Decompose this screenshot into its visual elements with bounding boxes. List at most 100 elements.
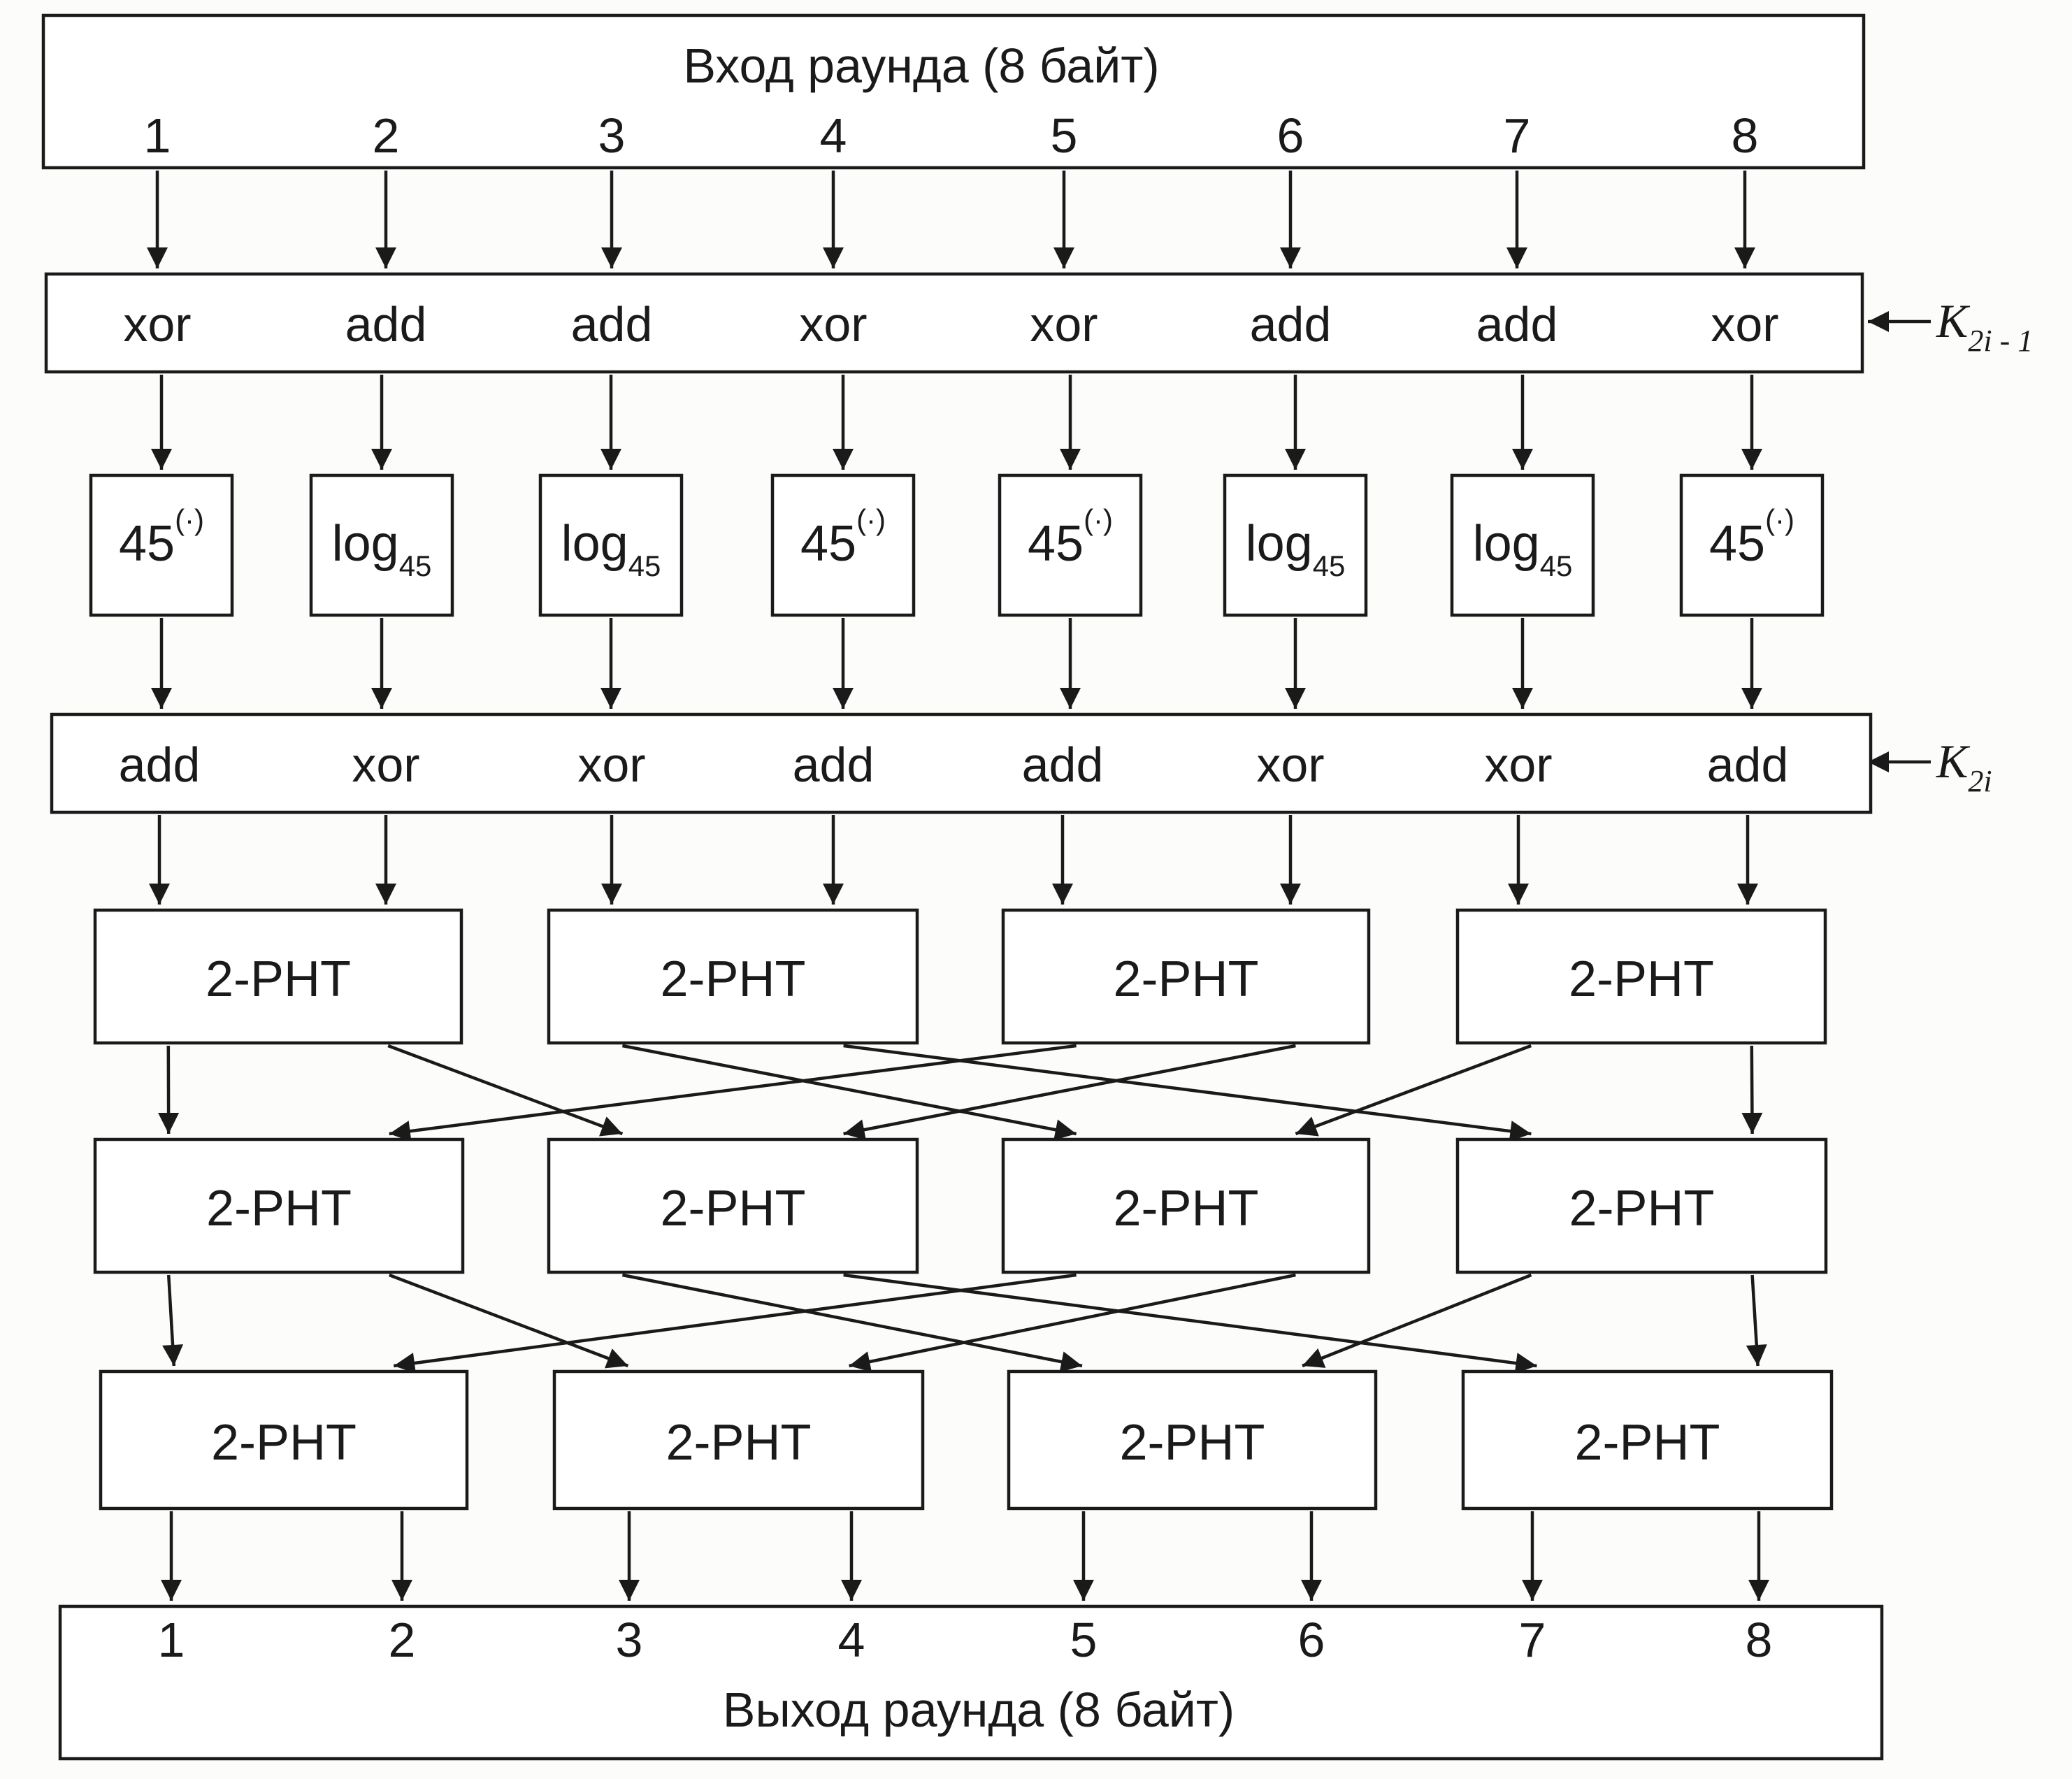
exp-45-label: 45(·) (119, 503, 204, 572)
log-45-label: log45 (332, 516, 432, 582)
key-mix-1-op: add (345, 297, 427, 352)
substitution-superscript: (·) (856, 503, 886, 536)
log-45-box (1450, 473, 1595, 617)
log-45-label: log45 (1473, 516, 1573, 582)
pht-box (99, 1369, 469, 1511)
pht-box (1455, 1137, 1828, 1274)
pht-label: 2-PHT (1574, 1415, 1720, 1471)
substitution-base: log (332, 516, 399, 572)
input-byte-label: 7 (1504, 108, 1531, 163)
pht-box (547, 908, 919, 1045)
output-byte-label: 4 (838, 1613, 865, 1667)
substitution-base: 45 (1028, 516, 1084, 572)
pht-box (1001, 1137, 1371, 1274)
pht-box (1001, 908, 1371, 1045)
input-byte-label: 5 (1051, 108, 1078, 163)
log-45-label: log45 (1246, 516, 1346, 582)
substitution-base: 45 (1709, 516, 1765, 572)
substitution-subscript: 45 (1313, 549, 1346, 582)
substitution-superscript: (·) (1765, 503, 1794, 536)
pht-box (93, 1137, 465, 1274)
output-byte-label: 8 (1746, 1613, 1773, 1667)
pht-label: 2-PHT (211, 1415, 357, 1471)
key-mix-2-op: xor (352, 737, 419, 792)
key-mix-1-op: add (1476, 297, 1558, 352)
output-byte-label: 5 (1070, 1613, 1098, 1667)
key-mix-2-op: add (1022, 737, 1104, 792)
input-byte-label: 6 (1277, 108, 1304, 163)
pht-box (93, 908, 463, 1045)
pht-box (1455, 908, 1827, 1045)
substitution-base: log (1246, 516, 1313, 572)
substitution-base: 45 (800, 516, 856, 572)
shuffle-1-2-cross (389, 1044, 1077, 1142)
key-mix-1-op: add (571, 297, 653, 352)
pht-label: 2-PHT (206, 951, 351, 1007)
output-block (58, 1604, 1884, 1761)
shuffle-1-2-cross (387, 1044, 624, 1137)
key-subscript: 2i - 1 (1968, 324, 2033, 358)
shuffle-2-3-cross (849, 1273, 1296, 1372)
output-byte-label: 2 (389, 1613, 416, 1667)
key-mix-1-op: xor (799, 297, 867, 352)
pht-label: 2-PHT (1569, 951, 1714, 1007)
substitution-base: log (1473, 516, 1540, 572)
exp-45-label: 45(·) (1028, 503, 1113, 572)
key-mix-1-op: xor (1711, 297, 1778, 352)
pht-box (1461, 1369, 1834, 1511)
key-letter: K (1936, 294, 1971, 347)
pht-box (552, 1369, 925, 1511)
pht-label: 2-PHT (666, 1415, 811, 1471)
key-mix-1-op: xor (123, 297, 191, 352)
output-byte-label: 3 (616, 1613, 643, 1667)
shuffle-2-3-cross (162, 1274, 184, 1367)
key-mix-2-op: add (119, 737, 201, 792)
pht-label: 2-PHT (660, 951, 805, 1007)
substitution-subscript: 45 (628, 549, 661, 582)
output-byte-label: 1 (158, 1613, 185, 1667)
exp-45-box (89, 473, 234, 617)
input-byte-label: 4 (820, 108, 847, 163)
shuffle-2-3-cross (843, 1273, 1537, 1374)
key-k-2i: K2i (1936, 735, 1992, 798)
substitution-subscript: 45 (399, 549, 432, 582)
shuffle-2-3-cross (1302, 1273, 1532, 1368)
input-byte-label: 2 (373, 108, 400, 163)
exp-45-box (1679, 473, 1825, 617)
input-block (41, 13, 1866, 170)
pht-label: 2-PHT (1113, 1181, 1258, 1237)
log-45-label: log45 (561, 516, 661, 582)
key-mix-1-op: add (1250, 297, 1332, 352)
substitution-superscript: (·) (1084, 503, 1113, 536)
input-byte-label: 3 (598, 108, 626, 163)
log-45-box (538, 473, 684, 617)
connection-lines (147, 171, 1931, 1601)
key-letter: K (1936, 735, 1971, 788)
pht-label: 2-PHT (1113, 951, 1258, 1007)
key-mix-1-op: xor (1030, 297, 1098, 352)
pht-box (1007, 1369, 1378, 1511)
exp-45-box (998, 473, 1143, 617)
shuffle-1-2-cross (843, 1044, 1532, 1142)
key-subscript: 2i (1968, 764, 1992, 798)
key-mix-2-op: xor (1256, 737, 1324, 792)
key-mix-1-block (44, 272, 1864, 374)
substitution-base: 45 (119, 516, 175, 572)
block-boxes (41, 13, 1884, 1761)
key-mix-2-op: add (793, 737, 875, 792)
shuffle-2-3-cross (1746, 1274, 1767, 1367)
pht-label: 2-PHT (1569, 1181, 1714, 1237)
log-45-box (1223, 473, 1368, 617)
key-mix-2-op: xor (577, 737, 645, 792)
input-byte-label: 8 (1732, 108, 1759, 163)
key-mix-2-op: add (1707, 737, 1789, 792)
input-block-title: Вход раунда (8 байт) (683, 38, 1159, 93)
shuffle-1-2-cross (843, 1044, 1296, 1140)
pht-box (547, 1137, 919, 1274)
output-byte-label: 7 (1519, 1613, 1546, 1667)
pht-label: 2-PHT (1119, 1415, 1265, 1471)
exp-45-label: 45(·) (1709, 503, 1794, 572)
